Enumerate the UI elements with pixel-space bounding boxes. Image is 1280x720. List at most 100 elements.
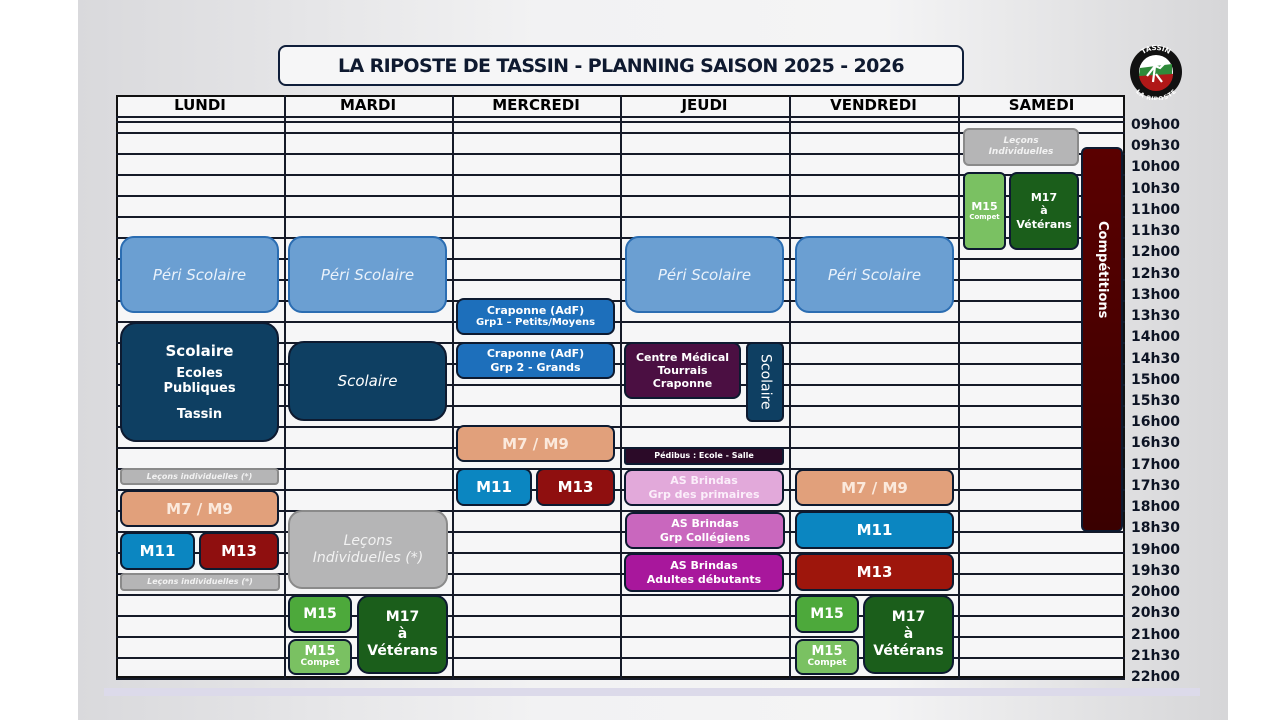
block-line: Publiques [163, 381, 236, 397]
block-line: AS Brindas [670, 474, 738, 488]
time-label: 17h30 [1131, 478, 1180, 494]
time-label: 11h00 [1131, 202, 1180, 218]
block-label: M15 [304, 644, 336, 660]
grid-column-line [452, 95, 454, 678]
day-header-vendredi: VENDREDI [830, 96, 917, 114]
jeudi-pedibus: Pédibus : Ecole - Salle [624, 447, 784, 465]
time-label: 16h30 [1131, 435, 1180, 451]
lundi-m13: M13 [199, 532, 279, 570]
lundi-peri-scolaire: Péri Scolaire [120, 236, 279, 313]
block-label: M13 [856, 563, 893, 581]
time-label: 21h30 [1131, 648, 1180, 664]
time-label: 13h30 [1131, 308, 1180, 324]
block-line: M17 [385, 609, 420, 626]
mercredi-craponne-grp2: Craponne (AdF)Grp 2 - Grands [456, 342, 615, 379]
block-line: Leçons [343, 532, 393, 549]
club-logo: TASSIN LA RIPOSTE [1130, 44, 1182, 100]
time-label: 16h00 [1131, 414, 1180, 430]
block-label: M15 [971, 200, 998, 214]
block-line: Adultes débutants [646, 572, 762, 586]
block-sublabel: Grp 2 - Grands [490, 360, 581, 374]
lundi-lecons-individuelles-1: Leçons individuelles (*) [120, 468, 279, 485]
time-label: 11h30 [1131, 223, 1180, 239]
mercredi-m13: M13 [536, 468, 615, 506]
time-label: 10h00 [1131, 159, 1180, 175]
lundi-m7-m9: M7 / M9 [120, 490, 279, 527]
mercredi-m7-m9: M7 / M9 [456, 425, 615, 462]
block-line: Individuelles [988, 147, 1054, 157]
block-line: Tassin [176, 406, 223, 422]
block-line: Grp des primaires [648, 487, 760, 501]
block-label: M7 / M9 [166, 499, 233, 518]
block-line: Tourrais [657, 363, 708, 377]
block-line: AS Brindas [671, 517, 739, 531]
block-label: Pédibus : Ecole - Salle [654, 451, 754, 461]
block-sublabel: Compet [807, 658, 847, 669]
block-label: M11 [856, 521, 893, 539]
mardi-m15: M15 [288, 595, 352, 633]
block-label: M11 [139, 542, 176, 560]
mardi-peri-scolaire: Péri Scolaire [288, 236, 447, 313]
block-label: Péri Scolaire [827, 265, 922, 284]
vendredi-m15: M15 [795, 595, 859, 633]
block-label: M13 [221, 542, 257, 560]
svg-text:TASSIN: TASSIN [1140, 44, 1172, 56]
time-label: 19h30 [1131, 563, 1180, 579]
time-label: 12h00 [1131, 244, 1180, 260]
time-label: 15h30 [1131, 393, 1180, 409]
block-line: à [1040, 204, 1048, 218]
time-label: 13h00 [1131, 287, 1180, 303]
time-label: 20h00 [1131, 584, 1180, 600]
block-label: Craponne (AdF) [486, 347, 585, 361]
block-label: Craponne (AdF) [486, 303, 585, 317]
block-label: Scolaire [337, 372, 398, 390]
mercredi-craponne-grp1: Craponne (AdF)Grp1 – Petits/Moyens [456, 298, 615, 335]
block-sublabel: Compet [969, 213, 1000, 222]
page-title: LA RIPOSTE DE TASSIN - PLANNING SAISON 2… [278, 45, 964, 86]
day-header-samedi: SAMEDI [1008, 96, 1075, 114]
time-label: 19h00 [1131, 542, 1180, 558]
block-label: M15 [303, 605, 337, 622]
time-label: 20h30 [1131, 605, 1180, 621]
time-label: 12h30 [1131, 266, 1180, 282]
time-label: 15h00 [1131, 372, 1180, 388]
day-header-mardi: MARDI [339, 96, 397, 114]
lundi-lecons-individuelles-2: Leçons individuelles (*) [120, 573, 280, 591]
time-label: 17h00 [1131, 457, 1180, 473]
block-line: Craponne [652, 377, 713, 391]
block-line: Vétérans [367, 642, 438, 659]
mercredi-m11: M11 [456, 468, 532, 506]
block-line: M17 [1030, 191, 1058, 205]
bottom-strip [104, 688, 1200, 696]
samedi-competitions: Compétitions [1081, 147, 1123, 532]
time-label: 14h30 [1131, 351, 1180, 367]
lundi-scolaire-ecoles: Scolaire Ecoles Publiques Tassin [120, 322, 279, 442]
time-label: 21h00 [1131, 627, 1180, 643]
block-label: Leçons individuelles (*) [147, 577, 253, 587]
lundi-m11: M11 [120, 532, 195, 570]
block-sublabel: Compet [300, 658, 340, 669]
mardi-scolaire: Scolaire [288, 341, 447, 421]
day-header-lundi: LUNDI [174, 96, 226, 114]
vendredi-peri-scolaire: Péri Scolaire [795, 236, 954, 313]
block-label: Péri Scolaire [320, 265, 415, 284]
block-sublabel: Grp1 – Petits/Moyens [475, 317, 596, 329]
block-label: M7 / M9 [841, 478, 908, 497]
block-line: Ecoles [176, 365, 223, 381]
time-label: 09h00 [1131, 117, 1180, 133]
vendredi-m11: M11 [795, 511, 954, 549]
block-line: Centre Médical [635, 350, 730, 364]
vendredi-m7-m9: M7 / M9 [795, 469, 954, 506]
block-label: Compétitions [1094, 220, 1110, 319]
block-label: Scolaire [165, 341, 234, 360]
